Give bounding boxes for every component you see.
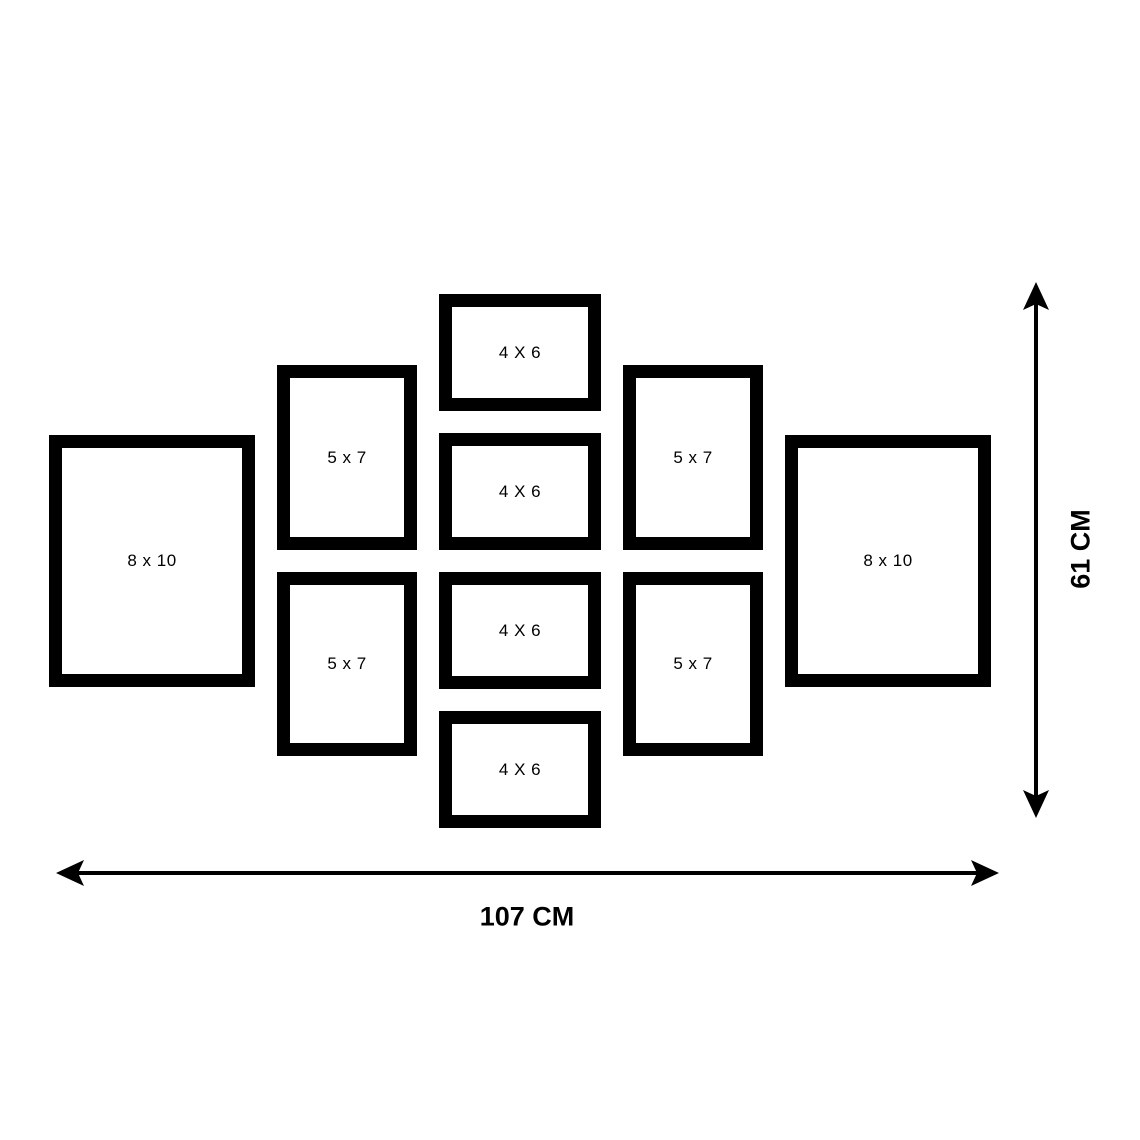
- frame-4x6-center-2: 4 X 6: [439, 433, 601, 550]
- frame-size-label: 4 X 6: [498, 620, 542, 640]
- frame-4x6-center-3: 4 X 6: [439, 572, 601, 689]
- frame-5x7-right-top: 5 x 7: [623, 365, 763, 550]
- arrow-down-icon: [1023, 790, 1049, 818]
- frame-5x7-left-top: 5 x 7: [277, 365, 417, 550]
- width-dimension-arrow: [56, 860, 999, 886]
- frame-5x7-right-bottom: 5 x 7: [623, 572, 763, 756]
- frame-size-label: 4 X 6: [498, 481, 542, 501]
- frame-8x10-left: 8 x 10: [49, 435, 255, 687]
- frame-size-label: 5 x 7: [673, 654, 713, 673]
- frame-4x6-center-4: 4 X 6: [439, 711, 601, 828]
- frame-size-label: 8 x 10: [863, 551, 913, 570]
- frame-size-label: 5 x 7: [327, 447, 367, 467]
- frame-size-label: 8 x 10: [127, 551, 177, 570]
- arrow-right-icon: [971, 860, 999, 886]
- frame-size-label: 4 X 6: [498, 342, 542, 362]
- height-dimension-arrow: [1023, 282, 1049, 818]
- width-dimension-label: 107 CM: [479, 901, 575, 932]
- frame-size-label: 5 x 7: [673, 447, 713, 467]
- arrow-up-icon: [1023, 282, 1049, 310]
- frame-8x10-right: 8 x 10: [785, 435, 991, 687]
- frame-4x6-center-1: 4 X 6: [439, 294, 601, 411]
- frame-5x7-left-bottom: 5 x 7: [277, 572, 417, 756]
- frame-size-label: 4 X 6: [498, 759, 542, 779]
- frame-size-label: 5 x 7: [327, 654, 367, 673]
- height-dimension-label: 61 CM: [1065, 509, 1096, 589]
- arrow-left-icon: [56, 860, 84, 886]
